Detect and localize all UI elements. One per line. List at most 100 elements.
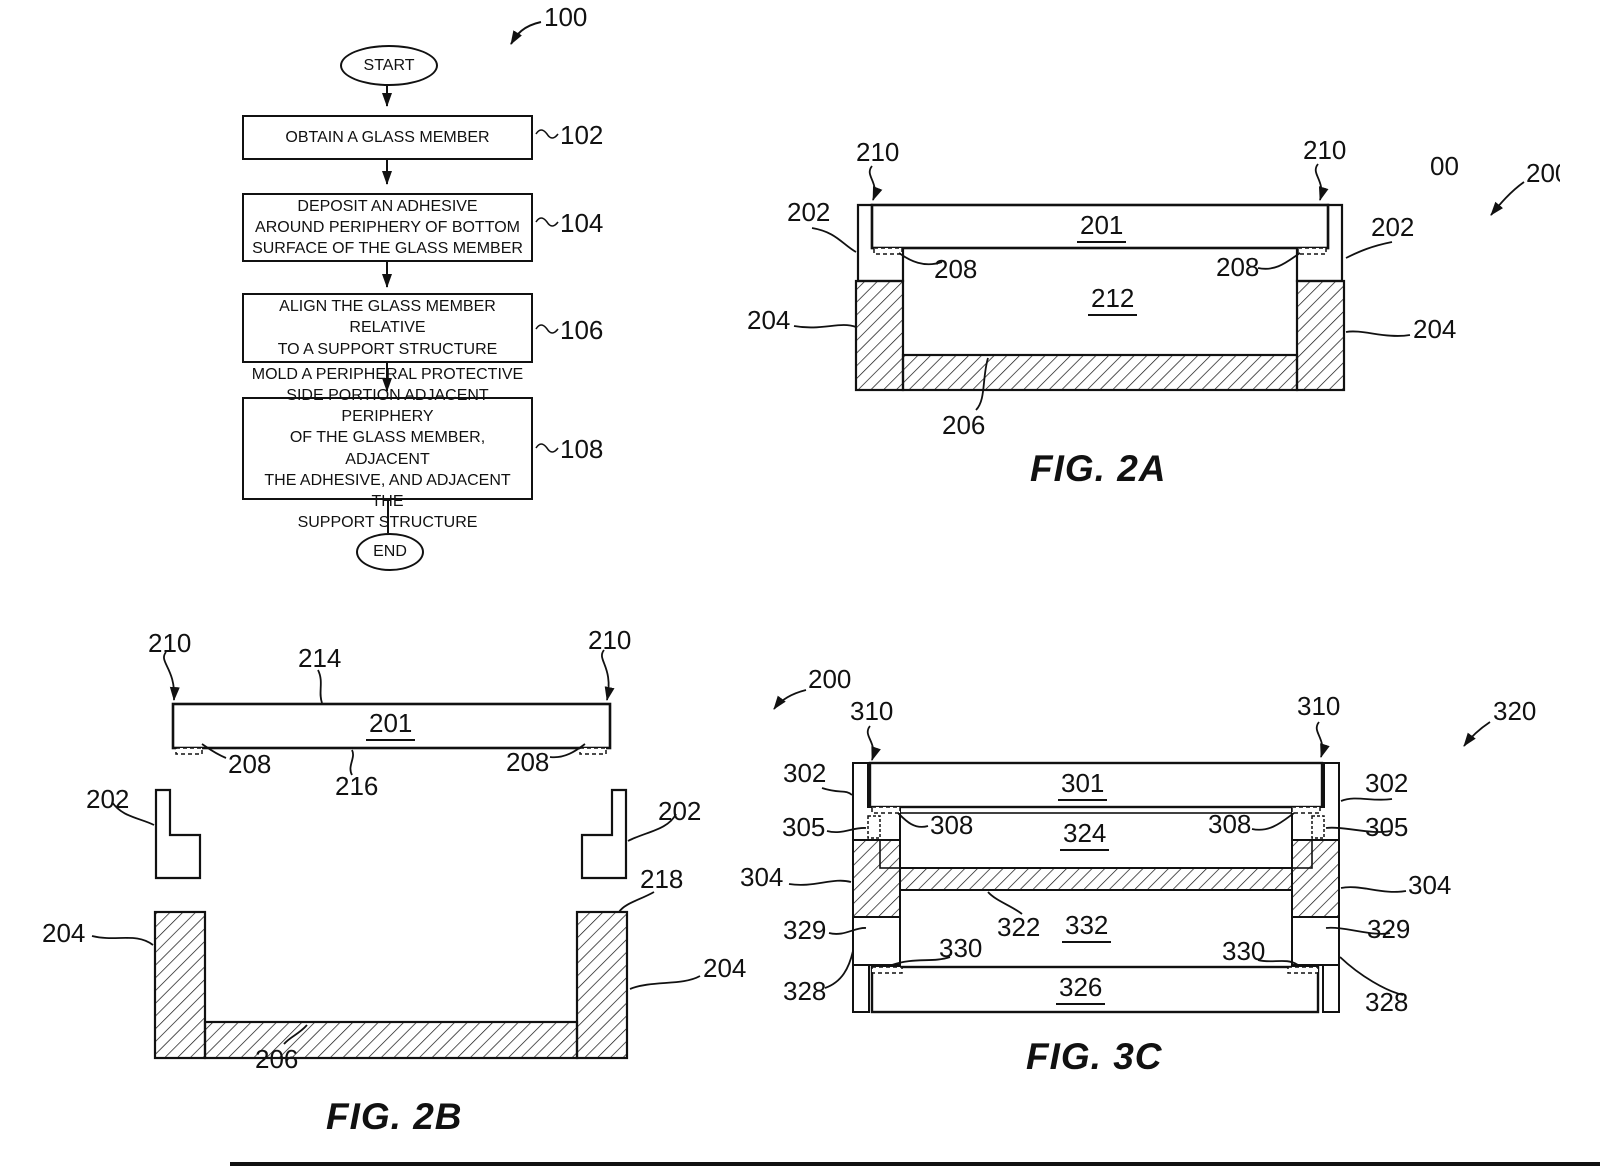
fig3c-part-326: 326 <box>1056 974 1105 1005</box>
fig3c-ref-328-right: 328 <box>1365 989 1408 1015</box>
fig3c-ref-304-left: 304 <box>740 864 783 890</box>
fig2b-ref-210-left: 210 <box>148 630 191 656</box>
fig3c-ref-308-right: 308 <box>1208 811 1251 837</box>
tilde-108 <box>536 444 558 452</box>
fig3c-ref-302-right: 302 <box>1365 770 1408 796</box>
start-label: START <box>364 57 415 75</box>
fig2a-arrow-210-right <box>1316 164 1322 200</box>
fig2a-stray-partial-label: 00 <box>1430 153 1459 179</box>
fig2b-adhesive-208-right <box>580 748 606 754</box>
fig2b-ref-208-right: 208 <box>506 749 549 775</box>
fig2a-leader-202-left <box>812 228 856 252</box>
fig2b-ref-204-right: 204 <box>703 955 746 981</box>
fig2b-ref-218: 218 <box>640 866 683 892</box>
fig2b-side-portion-202-right <box>582 790 626 878</box>
fig2a-ref-204-left: 204 <box>747 307 790 333</box>
fig2a-ref-206: 206 <box>942 412 985 438</box>
fig3c-ref-305-left: 305 <box>782 814 825 840</box>
fig2a-ref-208-left: 208 <box>934 256 977 282</box>
fig3c-ref-322: 322 <box>997 914 1040 940</box>
fig3c-ref-329-left: 329 <box>783 917 826 943</box>
fig3c-lower-corner-left <box>853 917 900 965</box>
step-108-text: MOLD A PERIPHERAL PROTECTIVE SIDE PORTIO… <box>250 364 525 533</box>
fig2b-ref-208-left: 208 <box>228 751 271 777</box>
flowchart-end-node: END <box>356 533 424 571</box>
fig3c-mid-plate-322 <box>900 868 1292 890</box>
tilde-106 <box>536 325 558 333</box>
fig3c-adhesive-308-right <box>1292 807 1320 813</box>
fig3c-ref-304-right: 304 <box>1408 872 1451 898</box>
fig2b-part-201: 201 <box>366 710 415 741</box>
fig2b-ref-202-right: 202 <box>658 798 701 824</box>
fig3c-leader-304-left <box>789 881 851 885</box>
fig3c-adhesive-330-left <box>872 967 902 973</box>
fig3c-ref-200: 200 <box>808 666 851 692</box>
tilde-104 <box>536 218 558 226</box>
fig2a-leader-202-right <box>1346 242 1392 258</box>
fig3c-part-301: 301 <box>1058 770 1107 801</box>
fig2a-ref-200-clipped: 200 <box>1526 160 1560 188</box>
fig2b-ref-206: 206 <box>255 1046 298 1072</box>
fig3c-ref-329-right: 329 <box>1367 916 1410 942</box>
fig2b-side-portion-202-left <box>156 790 200 878</box>
fig3c-ref320-arrow <box>1464 722 1490 746</box>
fig3c-ref-302-left: 302 <box>783 760 826 786</box>
flowchart-step-106: ALIGN THE GLASS MEMBER RELATIVE TO A SUP… <box>242 293 533 363</box>
fig2b-ref-202-left: 202 <box>86 786 129 812</box>
fig3c-lower-corner-right <box>1292 917 1339 965</box>
fig3c-leader-302-right <box>1341 798 1392 801</box>
ref-106: 106 <box>560 317 603 343</box>
fig3c-ref-305-right: 305 <box>1365 814 1408 840</box>
fig3c-ref-310-right: 310 <box>1297 693 1340 719</box>
end-label: END <box>373 543 407 561</box>
fig2a-ref-202-right: 202 <box>1371 214 1414 240</box>
fig2a-leader-204-left <box>794 325 856 327</box>
fig3c-ref-330-left: 330 <box>939 935 982 961</box>
fig3c-arrow-310-right <box>1317 722 1323 757</box>
flowchart-step-104: DEPOSIT AN ADHESIVE AROUND PERIPHERY OF … <box>242 193 533 262</box>
fig3c-ref200-arrow <box>774 690 806 709</box>
fig3c-ref-310-left: 310 <box>850 698 893 724</box>
fig2a-part-212: 212 <box>1088 285 1137 316</box>
fig2a-adhesive-208-right <box>1298 248 1326 254</box>
flowchart-step-102: OBTAIN A GLASS MEMBER <box>242 115 533 160</box>
fig2a-ref-210-right: 210 <box>1303 137 1346 163</box>
fig2a-support-base-206 <box>903 355 1297 390</box>
ref-104: 104 <box>560 210 603 236</box>
fig2b-arrow-210-right <box>602 650 609 700</box>
fig3c-adhesive-330-right <box>1288 967 1318 973</box>
ref-108: 108 <box>560 436 603 462</box>
tilde-102 <box>536 130 558 138</box>
step-102-text: OBTAIN A GLASS MEMBER <box>285 127 489 148</box>
fig3c-feature-305-right <box>1312 816 1324 838</box>
step-106-text: ALIGN THE GLASS MEMBER RELATIVE TO A SUP… <box>250 296 525 359</box>
fig3c-ref-328-left: 328 <box>783 978 826 1004</box>
fig2b-leader-204-right <box>630 976 700 989</box>
fig2b-arrow-210-left <box>164 652 174 700</box>
step-104-text: DEPOSIT AN ADHESIVE AROUND PERIPHERY OF … <box>252 196 523 259</box>
fig2b-support-wall-218-right <box>577 912 627 1058</box>
ref100-arrow <box>511 22 541 44</box>
fig2b-leader-204-left <box>92 936 153 945</box>
fig2a-leader-204-right <box>1346 331 1410 336</box>
fig2b-ref-210-right: 210 <box>588 627 631 653</box>
fig2b-caption: FIG. 2B <box>326 1098 463 1135</box>
fig2a-support-wall-204-right <box>1297 281 1344 390</box>
fig3c-side-portion-328-left <box>853 965 869 1012</box>
fig3c-caption: FIG. 3C <box>1026 1038 1163 1075</box>
fig2a-support-wall-204-left <box>856 281 903 390</box>
fig3c-arrow-310-left <box>868 726 874 760</box>
fig3c-support-wall-304-right <box>1292 840 1339 917</box>
page-crop-edge-line <box>230 1162 1600 1166</box>
fig2b-ref-204-left: 204 <box>42 920 85 946</box>
fig2b-leader-218 <box>619 892 654 912</box>
ref-100: 100 <box>544 4 587 30</box>
fig2a-ref-204-right: 204 <box>1413 316 1456 342</box>
fig3c-ref-330-right: 330 <box>1222 938 1265 964</box>
fig2a-ref200-arrow <box>1491 182 1524 215</box>
fig3c-leader-304-right <box>1341 887 1406 892</box>
fig2a-caption: FIG. 2A <box>1030 450 1167 487</box>
fig2b-support-wall-204-left <box>155 912 205 1058</box>
fig3c-feature-305-left <box>868 816 880 838</box>
